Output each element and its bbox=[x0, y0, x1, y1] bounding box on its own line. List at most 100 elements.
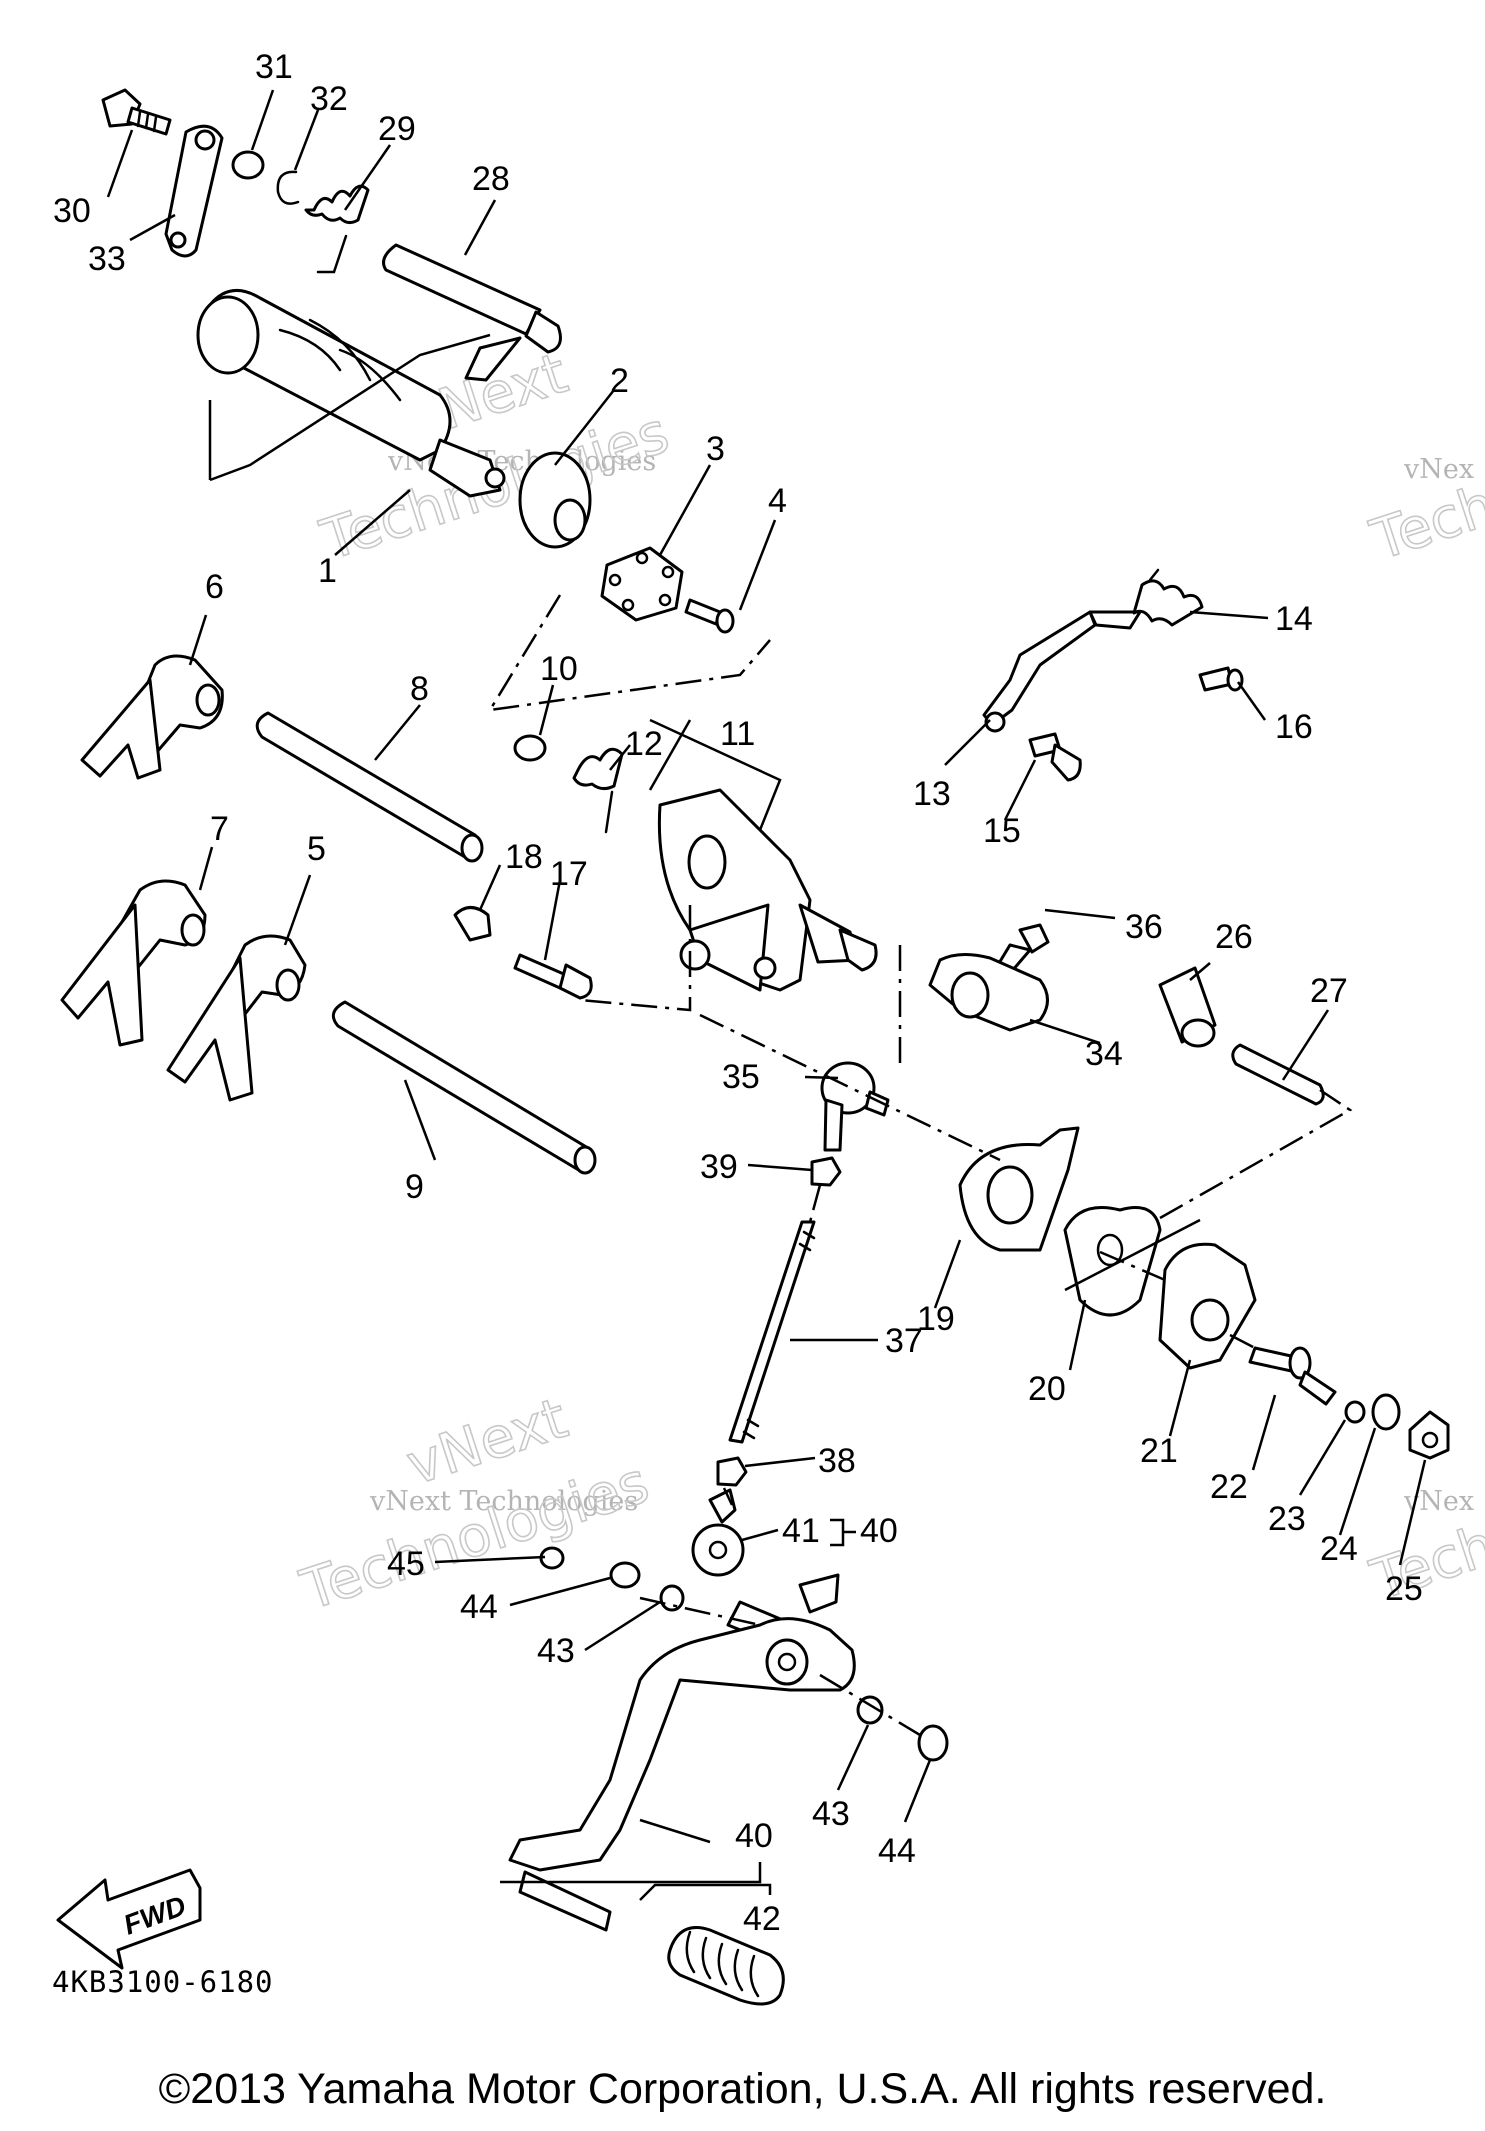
callout-6: 6 bbox=[205, 568, 224, 606]
watermark-corner-4: Tech bbox=[1363, 1513, 1485, 1614]
callout-3: 3 bbox=[706, 430, 725, 468]
callout-43-lower: 43 bbox=[812, 1795, 850, 1833]
callout-37: 37 bbox=[885, 1322, 923, 1360]
callout-44-upper: 44 bbox=[460, 1588, 498, 1626]
callout-41: 41 bbox=[782, 1512, 820, 1550]
part-31-washer bbox=[231, 150, 265, 180]
part-16-pin bbox=[1198, 666, 1244, 692]
fwd-arrow: FWD bbox=[56, 1868, 202, 1970]
callout-31: 31 bbox=[255, 48, 293, 86]
part-40-shift-pedal bbox=[508, 1573, 856, 1872]
part-26-collar bbox=[1158, 966, 1217, 1048]
callout-34: 34 bbox=[1085, 1035, 1123, 1073]
part-17-bolt bbox=[513, 953, 593, 1000]
part-8-guide-bar bbox=[255, 711, 484, 863]
leader-lines bbox=[106, 89, 1427, 1901]
callout-32: 32 bbox=[310, 80, 348, 118]
callout-44-lower: 44 bbox=[878, 1832, 916, 1870]
part-15-bolt bbox=[1028, 732, 1082, 782]
callout-20: 20 bbox=[1028, 1370, 1066, 1408]
part-14-spring bbox=[1132, 568, 1204, 627]
callout-22: 22 bbox=[1210, 1468, 1248, 1506]
part-20-plate bbox=[1063, 1206, 1162, 1317]
part-38-nut bbox=[716, 1456, 748, 1487]
part-27-pin bbox=[1231, 1043, 1325, 1106]
part-5-shift-fork bbox=[166, 934, 307, 1102]
part-12-spring bbox=[572, 747, 624, 834]
part-22-bolt bbox=[1248, 1346, 1337, 1406]
callout-4: 4 bbox=[768, 482, 787, 520]
part-37-shift-rod bbox=[728, 1220, 816, 1444]
part-34-shift-arm bbox=[928, 953, 1049, 1032]
callout-24: 24 bbox=[1320, 1530, 1358, 1568]
part-1-shift-drum bbox=[196, 289, 506, 498]
callout-15: 15 bbox=[983, 812, 1021, 850]
callout-16: 16 bbox=[1275, 708, 1313, 746]
callout-42: 42 bbox=[743, 1900, 781, 1938]
part-42-pedal-rubber bbox=[518, 1870, 785, 2006]
callout-45: 45 bbox=[387, 1545, 425, 1583]
part-43-ring-upper bbox=[659, 1584, 685, 1612]
part-19-lever bbox=[958, 1126, 1080, 1252]
callout-1: 1 bbox=[318, 552, 337, 590]
part-32-circlip bbox=[276, 170, 300, 205]
callout-33: 33 bbox=[88, 240, 126, 278]
part-10-washer bbox=[513, 734, 547, 762]
part-25-nut bbox=[1408, 1410, 1450, 1460]
copyright-notice: ©2013 Yamaha Motor Corporation, U.S.A. A… bbox=[158, 2065, 1327, 2113]
watermark-text-2: vNext Technologies bbox=[369, 1486, 638, 1517]
callout-40-upper: 40 bbox=[860, 1512, 898, 1550]
callout-labels: 31 32 29 28 30 33 2 3 4 1 6 8 10 12 11 1… bbox=[53, 48, 1423, 1938]
callout-19: 19 bbox=[917, 1300, 955, 1338]
callout-11: 11 bbox=[720, 715, 755, 753]
callout-8: 8 bbox=[410, 670, 429, 708]
callout-13: 13 bbox=[913, 775, 951, 813]
callout-27: 27 bbox=[1310, 972, 1348, 1010]
part-35-rod-end bbox=[820, 1061, 890, 1152]
callout-29: 29 bbox=[378, 110, 416, 148]
part-18-clip bbox=[453, 906, 492, 942]
part-30-bolt bbox=[101, 88, 172, 136]
watermark-corner-2: Tech bbox=[1363, 473, 1485, 574]
part-29-spring bbox=[304, 184, 370, 274]
part-44-washer-lower bbox=[917, 1724, 949, 1762]
watermark-corner-1: vNex bbox=[1403, 454, 1474, 485]
callout-43-upper: 43 bbox=[537, 1632, 575, 1670]
callout-36: 36 bbox=[1125, 908, 1163, 946]
callout-25: 25 bbox=[1385, 1570, 1423, 1608]
part-44-washer-upper bbox=[609, 1561, 641, 1589]
part-2-bearing bbox=[518, 451, 592, 549]
diagram-code: 4KB3100-6180 bbox=[52, 1965, 274, 1999]
part-33-stopper-arm bbox=[164, 124, 224, 258]
callout-30: 30 bbox=[53, 192, 91, 230]
callout-35: 35 bbox=[722, 1058, 760, 1096]
part-41-rod-end bbox=[691, 1488, 745, 1577]
part-3-segment bbox=[600, 546, 684, 622]
callout-17: 17 bbox=[550, 855, 588, 893]
part-43-ring-lower bbox=[856, 1695, 884, 1725]
assembly-lines bbox=[208, 333, 1353, 1737]
part-21-housing bbox=[1158, 1242, 1257, 1370]
part-11-shift-shaft bbox=[657, 788, 878, 992]
part-23-ring bbox=[1344, 1400, 1366, 1424]
part-6-shift-fork bbox=[80, 654, 224, 780]
part-7-shift-fork bbox=[60, 879, 207, 1047]
watermark-group: vNext vNext Technologies Technologies vN… bbox=[292, 340, 1485, 1624]
part-9-guide-bar bbox=[331, 1000, 597, 1175]
callout-39: 39 bbox=[700, 1148, 738, 1186]
callout-21: 21 bbox=[1140, 1432, 1178, 1470]
part-24-washer bbox=[1371, 1393, 1401, 1431]
callout-38: 38 bbox=[818, 1442, 856, 1480]
callout-9: 9 bbox=[405, 1168, 424, 1206]
callout-28: 28 bbox=[472, 160, 510, 198]
callout-2: 2 bbox=[610, 362, 629, 400]
part-13-stopper-lever bbox=[982, 610, 1142, 733]
part-4-screw bbox=[684, 598, 735, 634]
callout-5: 5 bbox=[307, 830, 326, 868]
callout-18: 18 bbox=[505, 838, 543, 876]
callout-10: 10 bbox=[540, 650, 578, 688]
callout-26: 26 bbox=[1215, 918, 1253, 956]
callout-7: 7 bbox=[210, 810, 229, 848]
part-39-nut bbox=[810, 1156, 842, 1187]
